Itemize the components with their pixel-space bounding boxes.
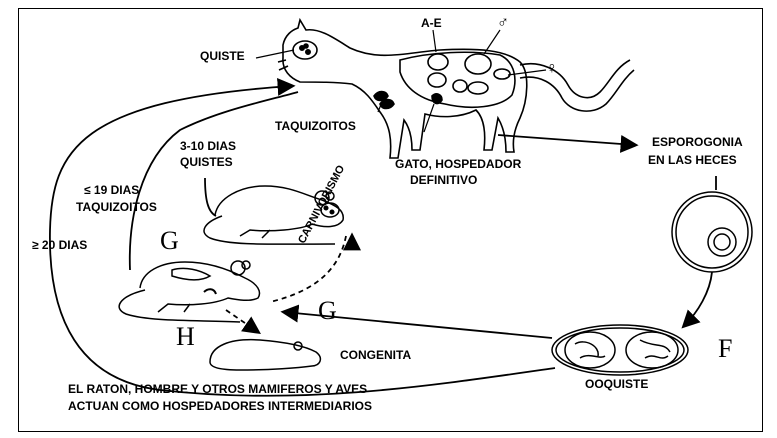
label-congenita: CONGENITA (340, 349, 411, 363)
letter-g-top: G (160, 226, 179, 256)
label-quiste: QUISTE (200, 50, 245, 64)
label-3-10-dias: 3-10 DIAS (180, 140, 236, 154)
label-a-e: A-E (421, 17, 442, 31)
label-esporogonia: ESPOROGONIA (652, 136, 743, 150)
sporulating-oocyst (672, 192, 752, 272)
footer-line-2: ACTUAN COMO HOSPEDADORES INTERMEDIARIOS (68, 400, 372, 414)
label-taquizoitos-cat: TAQUIZOITOS (275, 120, 356, 134)
footer-line-1: EL RATON, HOMBRE Y OTROS MAMIFEROS Y AVE… (68, 383, 367, 397)
label-19-dias: ≤ 19 DIAS (84, 184, 139, 198)
letter-h: H (176, 322, 195, 352)
label-female: ♀ (546, 60, 558, 78)
letter-f: F (718, 334, 732, 364)
mouse-middle (119, 261, 259, 322)
label-gato: GATO, HOSPEDADOR (395, 158, 521, 172)
mature-oocyst (552, 325, 688, 375)
label-definitivo: DEFINITIVO (410, 174, 477, 188)
label-male: ♂ (497, 14, 509, 32)
letter-g-bottom: G (318, 296, 337, 326)
mouse-bottom (210, 340, 320, 370)
cat-illustration (278, 20, 634, 158)
label-quistes: QUISTES (180, 156, 233, 170)
label-heces: EN LAS HECES (648, 154, 737, 168)
label-20-dias: ≥ 20 DIAS (32, 239, 87, 253)
label-taquizoitos: TAQUIZOITOS (76, 201, 157, 215)
label-ooquiste: OOQUISTE (585, 378, 648, 392)
